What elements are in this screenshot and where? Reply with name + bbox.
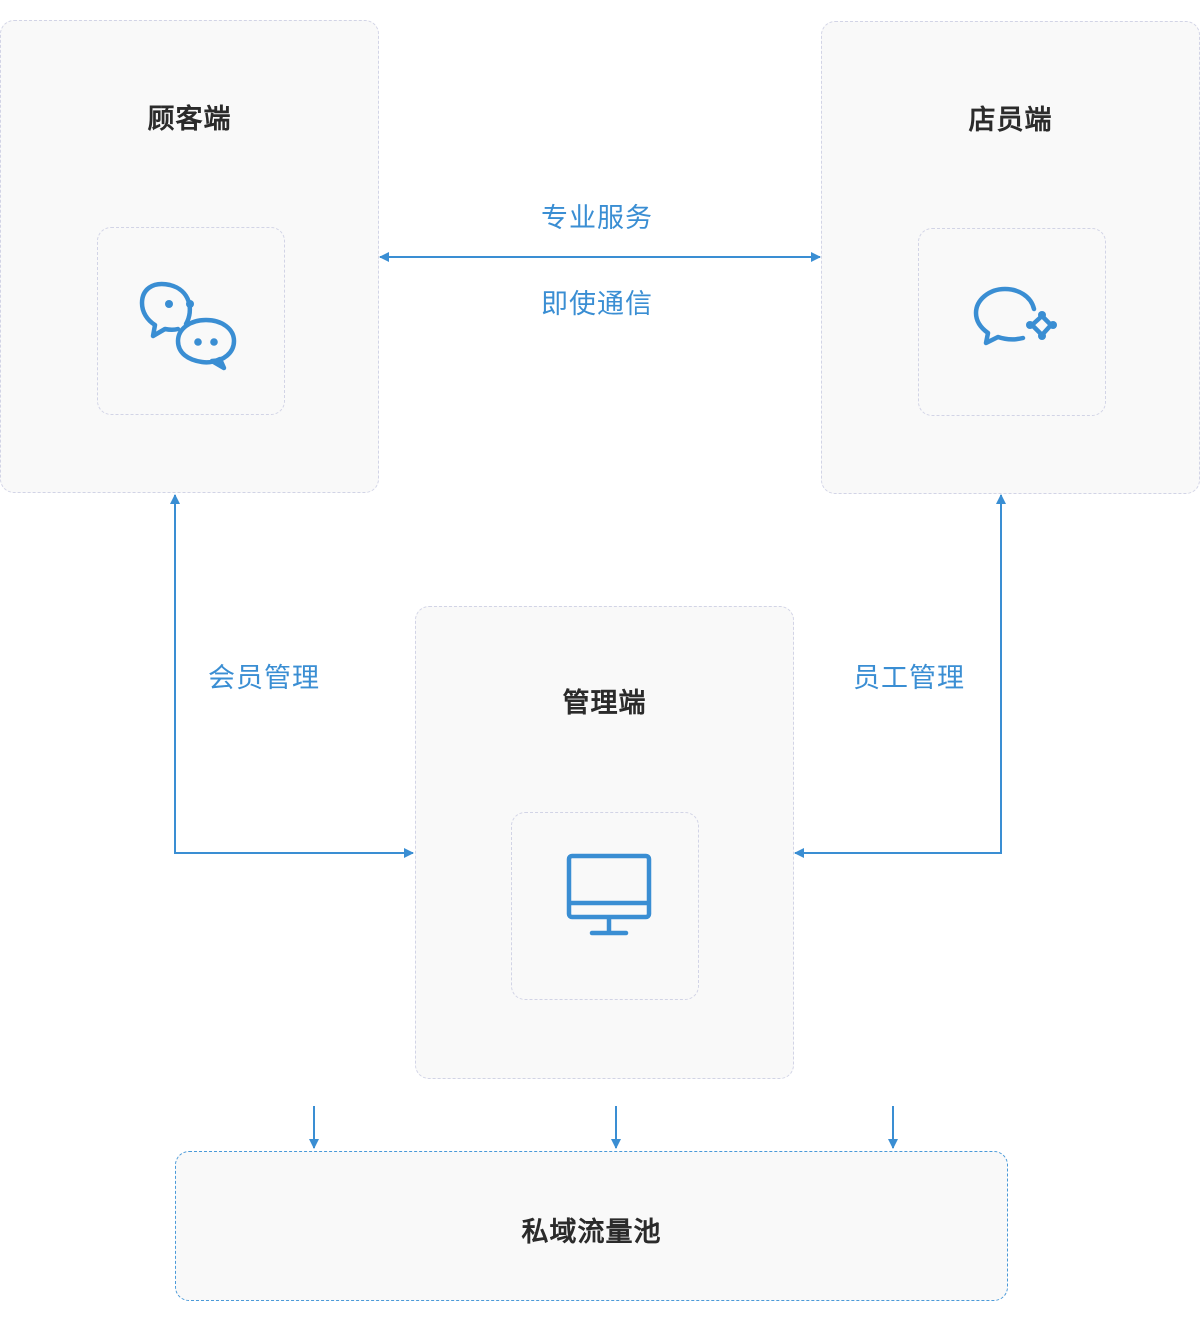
customer-node: 顾客端 <box>0 20 379 493</box>
wecom-icon <box>973 286 1057 346</box>
private-traffic-pool: 私域流量池 <box>175 1151 1008 1301</box>
customer-icon-box <box>97 227 285 415</box>
edge-label-member-management: 会员管理 <box>208 663 320 694</box>
pool-title: 私域流量池 <box>521 1217 662 1248</box>
edge-label-employee-management: 员工管理 <box>853 663 965 694</box>
customer-node-title: 顾客端 <box>147 104 232 135</box>
admin-node-title: 管理端 <box>562 688 647 719</box>
arrow-customer-admin <box>170 494 414 858</box>
edge-label-instant-messaging: 即使通信 <box>541 289 653 320</box>
monitor-icon <box>566 853 652 936</box>
staff-node: 店员端 <box>821 21 1200 494</box>
admin-icon-box <box>511 812 699 1000</box>
staff-icon-box <box>918 228 1106 416</box>
staff-node-title: 店员端 <box>968 105 1053 136</box>
arrow-staff-admin <box>794 494 1006 858</box>
edge-label-professional-service: 专业服务 <box>541 203 653 234</box>
wechat-icon <box>139 281 237 371</box>
admin-node: 管理端 <box>415 606 794 1079</box>
